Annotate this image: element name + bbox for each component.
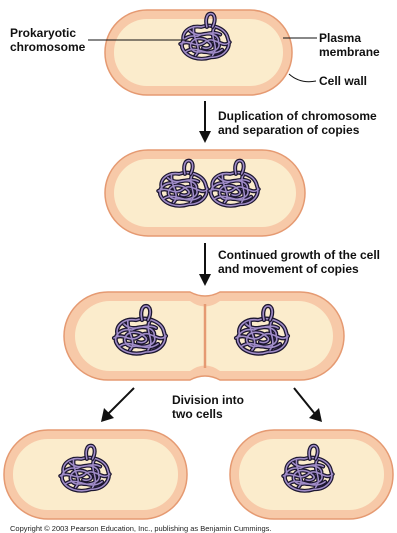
cell-1 (105, 10, 292, 95)
arrow-2 (199, 243, 211, 286)
step-division-line1: Division into (172, 393, 244, 407)
cell-2 (105, 150, 305, 236)
step-duplication-line1: Duplication of chromosome (218, 109, 377, 123)
label-prokaryotic: Prokaryotic (10, 26, 76, 40)
copyright-notice: Copyright © 2003 Pearson Education, Inc.… (10, 524, 272, 533)
daughter-cell-right (230, 430, 393, 519)
label-cell-wall: Cell wall (319, 74, 367, 88)
step-growth-line1: Continued growth of the cell (218, 248, 380, 262)
step-division-line2: two cells (172, 407, 223, 421)
label-chromosome: chromosome (10, 40, 86, 54)
label-plasma: Plasma (319, 31, 361, 45)
label-membrane: membrane (319, 45, 380, 59)
step-duplication-line2: and separation of copies (218, 123, 360, 137)
arrow-right-diagonal (294, 388, 322, 422)
arrow-1 (199, 101, 211, 143)
step-growth-line2: and movement of copies (218, 262, 359, 276)
cell-3 (64, 292, 344, 380)
cell-wall-pointer (289, 74, 316, 82)
arrow-left-diagonal (101, 388, 134, 422)
daughter-cell-left (4, 430, 187, 519)
